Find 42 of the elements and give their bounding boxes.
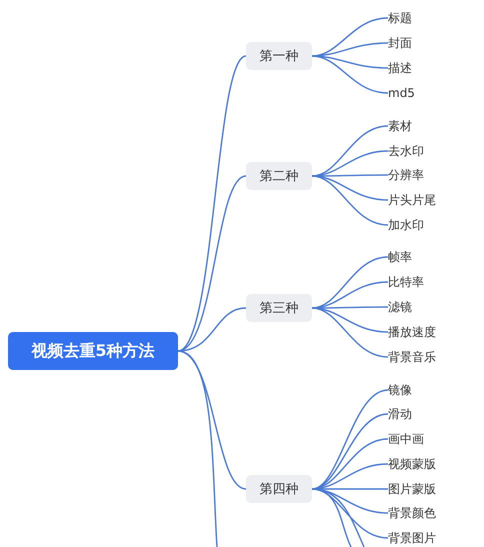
subtopic-label: 播放速度 — [388, 324, 436, 340]
branch-topic-box: 第一种 — [246, 42, 312, 70]
connector-line — [312, 150, 388, 177]
subtopic-label: 背景图片 — [388, 530, 436, 546]
central-topic-box: 视频去重5种方法 — [8, 332, 178, 370]
connector-line — [178, 350, 246, 490]
branch-topic-box: 第三种 — [246, 294, 312, 322]
connector-line — [178, 55, 246, 352]
subtopic-label: 去水印 — [388, 143, 424, 159]
subtopic-label: 镜像 — [388, 382, 412, 398]
connector-line — [312, 281, 388, 309]
subtopic-label: 比特率 — [388, 274, 424, 290]
subtopic-label: 标题 — [388, 10, 412, 26]
connector-line — [312, 42, 388, 57]
subtopic-label: 描述 — [388, 60, 412, 76]
subtopic-label: 加水印 — [388, 217, 424, 233]
subtopic-label: 图片蒙版 — [388, 481, 436, 497]
branch-topic-box: 第四种 — [246, 475, 312, 503]
subtopic-label: 背景颜色 — [388, 505, 436, 521]
subtopic-label: 背景音乐 — [388, 349, 436, 365]
connector-line — [312, 125, 388, 177]
subtopic-label: 滤镜 — [388, 299, 412, 315]
connector-line — [312, 55, 388, 94]
branch-topic-box: 第二种 — [246, 162, 312, 190]
connector-line — [312, 17, 388, 57]
connector-line — [178, 307, 246, 352]
subtopic-label: 画中画 — [388, 431, 424, 447]
subtopic-label: 视频蒙版 — [388, 456, 436, 472]
subtopic-label: 片头片尾 — [388, 192, 436, 208]
connector-line — [312, 488, 388, 539]
connector-line — [312, 307, 388, 358]
connector-line — [178, 350, 218, 547]
subtopic-label: 分辨率 — [388, 167, 424, 183]
subtopic-label: 素材 — [388, 118, 412, 134]
connector-line — [312, 256, 388, 309]
subtopic-label: 滑动 — [388, 406, 412, 422]
subtopic-label: md5 — [388, 85, 415, 101]
connector-line — [312, 488, 365, 547]
connector-line — [178, 175, 246, 352]
connector-line — [312, 175, 388, 226]
subtopic-label: 封面 — [388, 35, 412, 51]
subtopic-label: 帧率 — [388, 249, 412, 265]
